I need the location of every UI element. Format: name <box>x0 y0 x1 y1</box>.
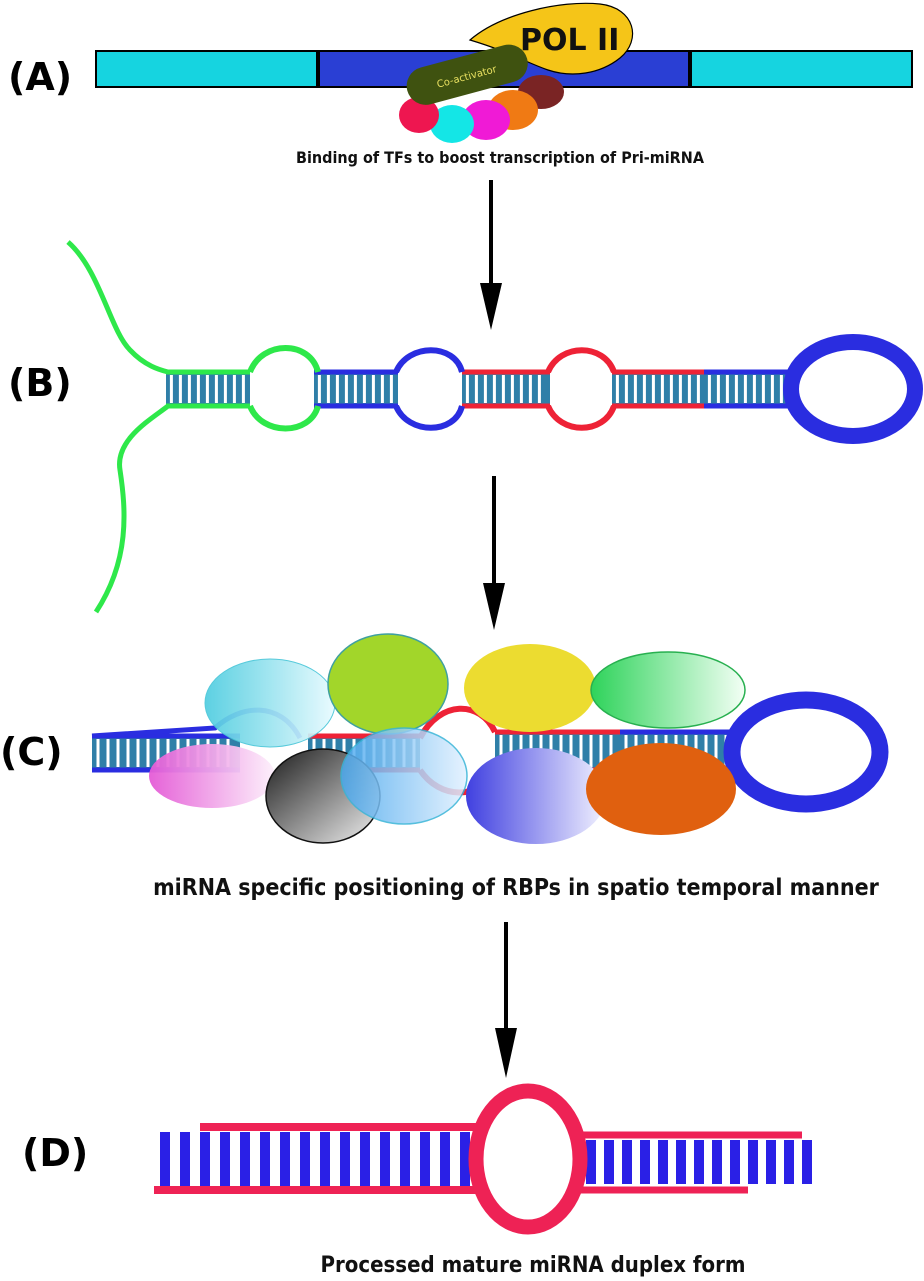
pol-ii: POL II <box>468 2 634 75</box>
tail-5prime <box>66 240 169 375</box>
panel-c-label: (C) <box>0 730 63 774</box>
arrow-c-to-d <box>495 922 517 1078</box>
duplex-left <box>154 1123 480 1194</box>
duplex-bulge <box>468 1083 588 1235</box>
terminal-loop <box>723 691 889 813</box>
gene-flank-left <box>95 50 319 88</box>
duplex-right <box>576 1131 812 1194</box>
panel-b: (B) <box>8 240 923 614</box>
mature-duplex <box>154 1123 812 1194</box>
rbp-cyan <box>204 658 336 748</box>
tail-3prime <box>93 404 170 614</box>
tf-magenta <box>462 100 510 140</box>
panel-d-caption: Processed mature miRNA duplex form <box>321 1253 746 1278</box>
pol-ii-label: POL II <box>520 23 619 58</box>
panel-a-label: (A) <box>8 55 72 99</box>
panel-c-caption: miRNA specific positioning of RBPs in sp… <box>153 875 880 901</box>
terminal-loop <box>783 334 923 444</box>
rbp-orange <box>586 743 736 835</box>
rbp-indigo <box>466 748 606 844</box>
panel-d: (D) Processed mature miRNA duplex form <box>22 1083 812 1278</box>
rbp-pink <box>149 744 275 808</box>
panel-b-label: (B) <box>8 361 72 405</box>
tf-cyan <box>430 105 474 143</box>
gene-flank-right <box>689 50 913 88</box>
stem-blue <box>314 369 398 409</box>
stem-blue-2 <box>704 369 792 409</box>
panel-c: (C) miRNA specific positioning of RBPs i… <box>0 633 889 901</box>
panel-a-caption: Binding of TFs to boost transcription of… <box>296 148 705 167</box>
stem-red <box>462 369 550 409</box>
co-activator: Co-activator <box>406 44 528 105</box>
rbp-lime <box>327 633 449 735</box>
rbp-yellow <box>464 644 596 732</box>
arrow-b-to-c <box>483 476 505 630</box>
rbp-green <box>590 651 746 729</box>
rbp-proteins <box>149 633 746 844</box>
stems <box>166 369 792 409</box>
arrow-a-to-b <box>480 180 502 330</box>
rbp-light-blue <box>340 727 468 825</box>
tf-red <box>399 97 439 133</box>
transcription-factors <box>399 75 564 143</box>
stem-green <box>166 369 250 409</box>
panel-d-label: (D) <box>22 1131 88 1175</box>
stem-red-2 <box>612 369 704 409</box>
panel-a: (A) POL II Co-activator Binding of TFs t… <box>8 2 913 167</box>
